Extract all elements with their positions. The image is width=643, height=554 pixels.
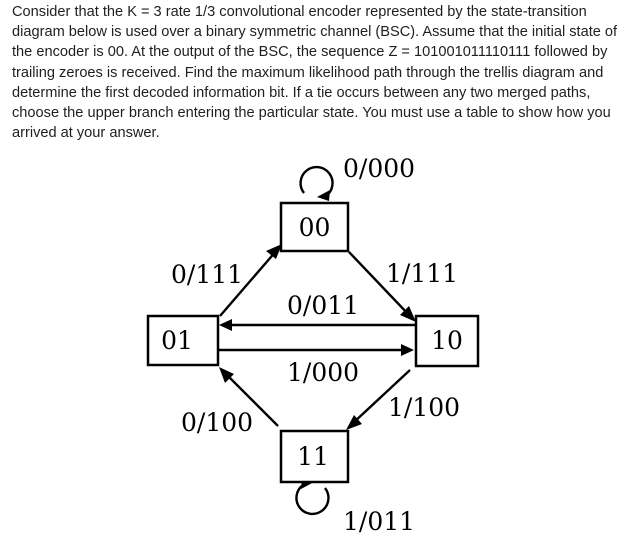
transition-label-self-00: 0/000	[343, 154, 415, 183]
state-box-10	[414, 314, 480, 368]
self-loop-00	[299, 165, 334, 197]
transition-label-self-11: 1/011	[343, 507, 415, 536]
arrowhead-10-to-01	[219, 319, 232, 331]
question-line: diagram below is used over a binary symm…	[12, 24, 618, 41]
transition-label-01-00: 0/111	[171, 260, 243, 289]
question-line: trailing zeroes is received. Find the ma…	[12, 64, 604, 81]
self-loop-11	[295, 484, 330, 516]
state-01: 01	[146, 314, 220, 367]
state-label-00: 00	[299, 213, 331, 242]
arrowhead-01-to-00	[266, 244, 282, 259]
edge-10-to-11	[351, 369, 411, 425]
arrowhead-10-to-11	[346, 415, 362, 430]
question-line: the encoder is 00. At the output of the …	[12, 44, 608, 61]
arrowhead-11-to-01	[219, 367, 234, 383]
state-label-11: 11	[297, 442, 329, 471]
state-box-00	[279, 201, 350, 253]
transition-label-10-01: 0/011	[287, 291, 359, 320]
question-line: Consider that the K = 3 rate 1/3 convolu…	[12, 4, 587, 20]
arrowhead-00-to-10	[400, 306, 416, 322]
edge-11-to-01	[225, 373, 279, 427]
state-box-11	[279, 429, 350, 484]
state-11: 11	[279, 429, 350, 484]
transition-label-00-10: 1/111	[386, 259, 458, 288]
state-label-10: 10	[431, 326, 463, 355]
transition-label-11-01: 0/100	[181, 408, 253, 437]
arrowhead-01-to-10	[401, 344, 414, 356]
state-label-01: 01	[161, 326, 193, 355]
state-10: 10	[414, 314, 480, 368]
state-00: 00	[279, 201, 350, 253]
edge-01-to-00	[219, 249, 278, 317]
arrowhead-self-loop-00	[317, 190, 330, 201]
state-box-01	[146, 314, 220, 367]
question-line: choose the upper branch entering the par…	[12, 105, 611, 122]
question-line: determine the first decoded information …	[12, 84, 591, 101]
question-text: Consider that the K = 3 rate 1/3 convolu…	[12, 2, 634, 143]
edge-00-to-10	[348, 251, 411, 317]
transition-label-10-11: 1/100	[388, 393, 460, 422]
transition-label-01-10: 1/000	[287, 358, 359, 387]
question-line: arrived at your answer.	[12, 125, 160, 142]
